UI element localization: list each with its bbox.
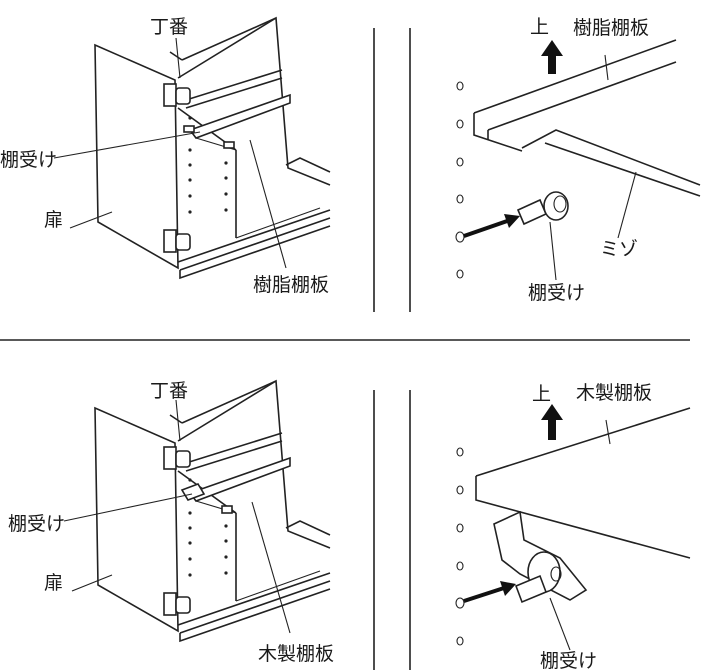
- shelf-support-pin: [223, 141, 235, 149]
- shelf-support-bracket: [180, 483, 206, 501]
- insert-arrow-icon: [504, 214, 520, 228]
- wood-shelf-detail: [455, 404, 691, 651]
- insert-arrow-icon: [500, 581, 516, 596]
- hinge-bottom: [163, 592, 191, 616]
- cabinet-illustration-bottom: [63, 379, 331, 643]
- shelf-label: 木製棚板: [258, 643, 334, 665]
- shelf-support-bracket: [493, 510, 588, 604]
- resin-shelf-detail: [455, 39, 701, 281]
- door-panel: [94, 406, 179, 633]
- shelf-support-label: 棚受け: [528, 282, 585, 304]
- door-panel: [94, 43, 179, 270]
- groove-label: ミゾ: [600, 238, 638, 260]
- door-label: 扉: [44, 572, 63, 594]
- up-arrow-icon: [541, 40, 563, 74]
- up-arrow-icon: [541, 404, 563, 440]
- side-holes: [455, 447, 465, 646]
- hinge-top: [163, 446, 191, 470]
- shelf-support-label: 棚受け: [0, 149, 57, 171]
- hinge-top: [163, 83, 191, 107]
- shelf-support-bracket: [221, 505, 233, 514]
- shelf-support-label: 棚受け: [8, 513, 65, 535]
- shelf-support-pin: [183, 125, 195, 133]
- up-label: 上: [532, 383, 551, 405]
- hinge-label: 丁番: [150, 380, 188, 402]
- hinge-label: 丁番: [150, 16, 188, 38]
- shelf-holes: [188, 116, 228, 214]
- shelf-label: 樹脂棚板: [573, 17, 649, 39]
- hinge-bottom: [163, 229, 191, 253]
- shelf-support-pin: [516, 191, 569, 226]
- shelf-label: 樹脂棚板: [253, 274, 329, 296]
- shelf-support-label: 棚受け: [540, 650, 597, 670]
- up-label: 上: [530, 16, 549, 38]
- door-label: 扉: [44, 209, 63, 231]
- shelf-label: 木製棚板: [576, 382, 652, 404]
- shelf-holes: [188, 478, 228, 577]
- cabinet-illustration-top: [53, 16, 331, 280]
- side-holes: [455, 81, 465, 279]
- resin-shelf: [188, 93, 291, 139]
